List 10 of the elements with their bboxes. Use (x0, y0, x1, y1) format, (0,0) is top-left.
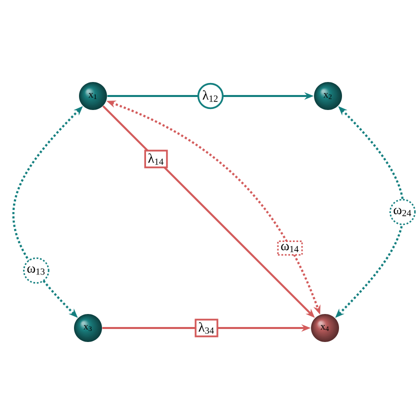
sphere-node: x$_{4}$ (311, 314, 339, 342)
sphere-node: x$_{2}$ (314, 82, 342, 110)
edge-label: ω$_{13}$ (23, 257, 50, 284)
sphere-node: x$_{1}$ (79, 82, 107, 110)
edge-label: λ$_{12}$ (197, 82, 224, 110)
edge-label: λ$_{14}$ (144, 150, 168, 168)
sphere-node: x$_{3}$ (74, 314, 102, 342)
edge-label: λ$_{34}$ (194, 318, 218, 338)
edge-label: ω$_{14}$ (277, 240, 303, 256)
edge-label: ω$_{24}$ (389, 198, 416, 226)
